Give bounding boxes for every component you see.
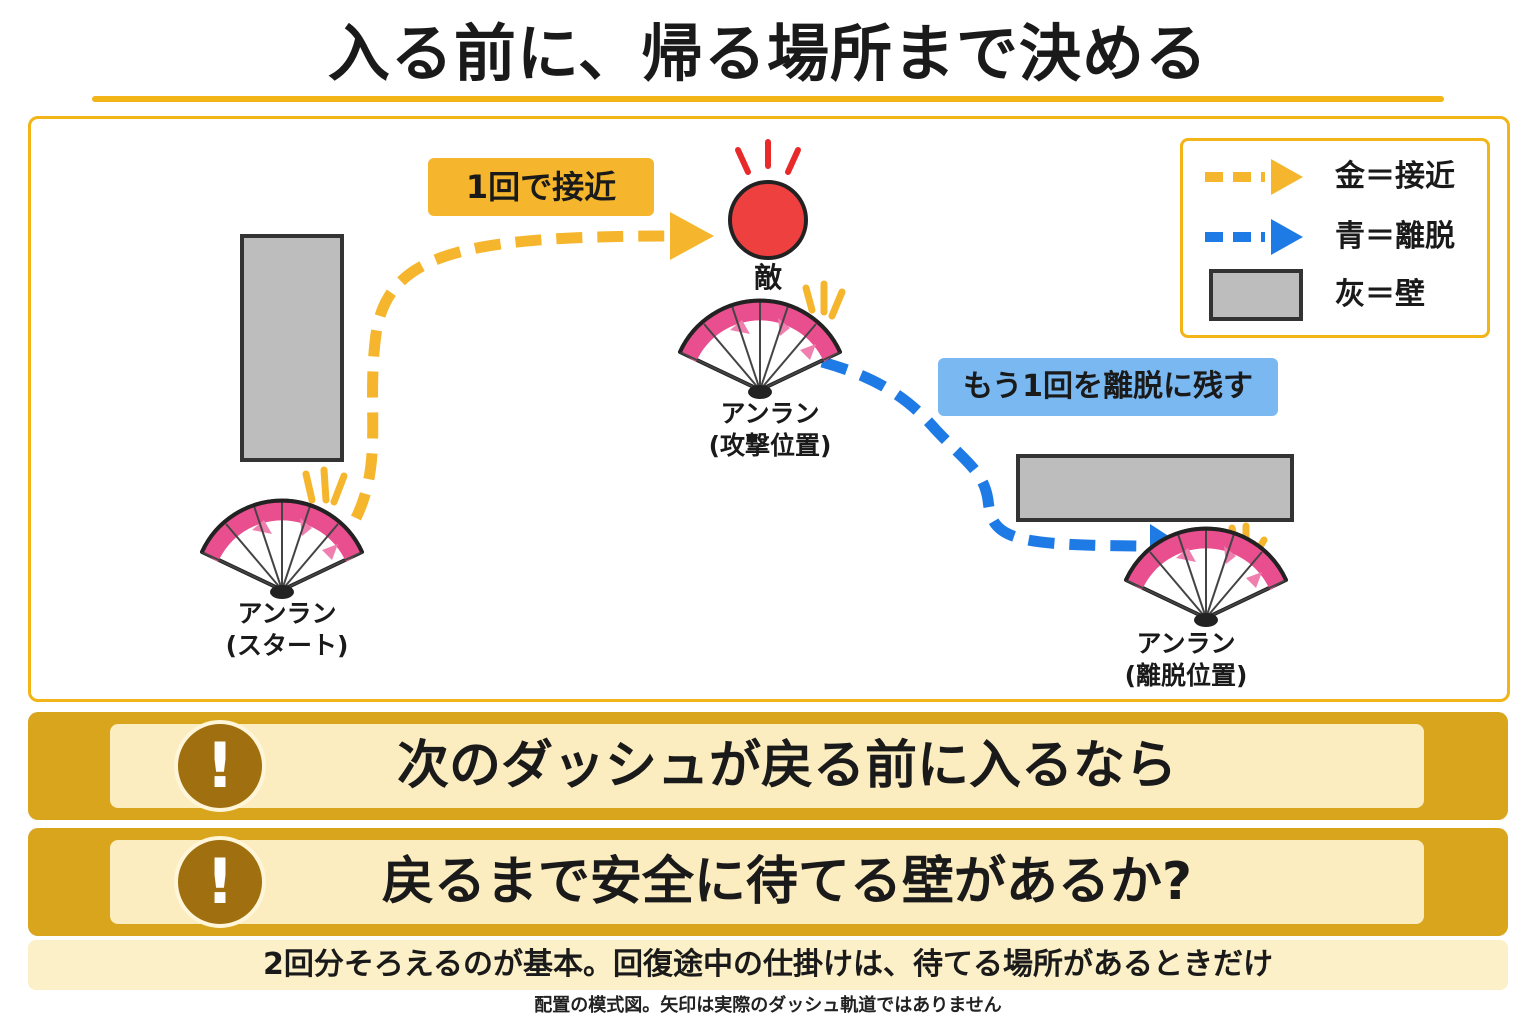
attack-position-name: アンラン <box>720 399 820 428</box>
escape-arrow-path <box>820 356 1161 552</box>
escape-position-sub: (離脱位置) <box>1124 661 1248 690</box>
legend-wall: 灰＝壁 <box>1335 277 1425 312</box>
page-title: 入る前に、帰る場所まで決める <box>327 17 1209 90</box>
start-position-sub: (スタート) <box>225 631 349 660</box>
title-underline <box>92 96 1444 102</box>
start-position-name: アンラン <box>237 599 337 628</box>
summary-note: 2回分そろえるのが基本。回復途中の仕掛けは、待てる場所があるときだけ <box>28 940 1508 990</box>
exclamation-icon: ! <box>174 836 266 928</box>
fan-icon-attack <box>678 298 842 401</box>
escape-label: もう1回を離脱に残す <box>938 358 1278 416</box>
legend-wall-swatch <box>1209 269 1303 321</box>
approach-label: 1回で接近 <box>428 158 654 216</box>
escape-position-caption: アンラン (離脱位置) <box>1096 628 1276 692</box>
attack-position-sub: (攻撃位置) <box>708 431 832 460</box>
attack-position-caption: アンラン (攻撃位置) <box>680 398 860 462</box>
fan-icon-start <box>200 498 364 601</box>
wall-block-right <box>1016 454 1294 522</box>
wall-block-left <box>240 234 344 462</box>
legend: 金＝接近 青＝離脱 灰＝壁 <box>1180 138 1490 338</box>
approach-arrowhead <box>670 212 714 260</box>
exclamation-icon: ! <box>174 720 266 812</box>
enemy-alert-marks <box>735 139 801 175</box>
enemy-marker <box>728 180 808 260</box>
warning-bar-2: 戻るまで安全に待てる壁があるか? ! <box>28 828 1508 936</box>
start-position-caption: アンラン (スタート) <box>202 598 372 662</box>
warning-text-1: 次のダッシュが戻る前に入るなら <box>110 724 1424 808</box>
legend-approach: 金＝接近 <box>1335 159 1455 194</box>
enemy-label: 敵 <box>753 261 782 294</box>
legend-escape: 青＝離脱 <box>1335 219 1455 254</box>
warning-text-2: 戻るまで安全に待てる壁があるか? <box>110 840 1424 924</box>
approach-arrow-path <box>351 230 673 521</box>
legend-swatches <box>1205 159 1303 321</box>
warning-bar-1: 次のダッシュが戻る前に入るなら ! <box>28 712 1508 820</box>
escape-position-name: アンラン <box>1136 629 1236 658</box>
footnote: 配置の模式図。矢印は実際のダッシュ軌道ではありません <box>534 995 1002 1016</box>
